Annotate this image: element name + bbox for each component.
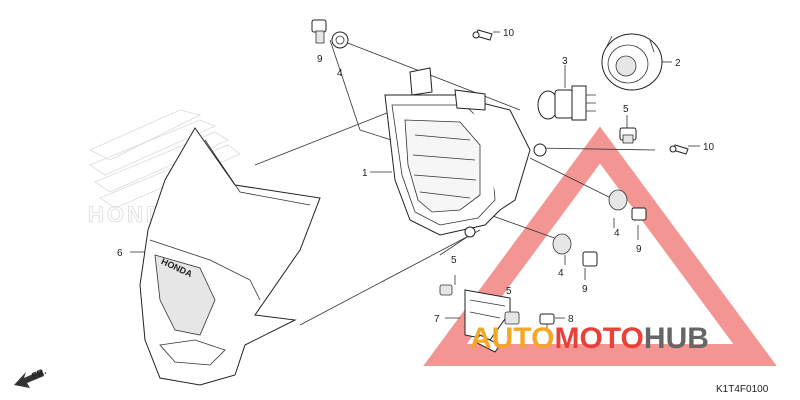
bulb-cover [601,33,663,91]
callout-3: 3 [562,56,568,67]
bolt-bottom [539,313,555,332]
automotohub-triangle [423,126,777,366]
callout-1: 1 [362,168,368,179]
collar-top [619,127,637,144]
callout-9a: 9 [317,54,323,65]
callout-4a: 4 [337,68,343,79]
callout-4c: 4 [558,268,564,279]
bolt-right-upper [631,207,647,221]
screw-top [472,29,493,41]
grommet-right-upper [608,189,628,211]
collar-bottom [504,311,520,325]
headlight-cowl: HONDA [139,127,321,386]
logo-hub: HUB [644,322,709,355]
front-direction-arrow: FR. [14,366,48,388]
svg-text:AUTOMOTOHUB: AUTOMOTOHUB [470,322,709,355]
logo-auto: AUTO [470,322,554,355]
bolt-top-left [311,19,327,44]
grommet-right-lower [552,233,572,255]
callout-10b: 10 [703,142,715,153]
screw-right [669,144,689,155]
front-direction-label: FR. [30,366,47,381]
callout-9c: 9 [582,284,588,295]
callout-4b: 4 [614,228,620,239]
callout-8: 8 [568,314,574,325]
callout-9b: 9 [636,244,642,255]
logo-moto: MOTO [554,322,643,355]
bracket [439,284,511,353]
headlight-unit [384,67,547,238]
callout-5a: 5 [623,104,629,115]
callout-5b: 5 [451,255,457,266]
grommet-top-left [331,31,349,49]
callouts: 1 2 3 4 4 4 5 5 5 6 7 8 9 9 9 10 10 [117,28,715,325]
figure-code: K1T4F0100 [716,384,769,395]
callout-5c: 5 [506,286,512,297]
callout-6: 6 [117,248,123,259]
automotohub-logo: AUTOMOTOHUB [470,322,709,355]
bulb [537,85,596,121]
callout-2: 2 [675,58,681,69]
callout-7: 7 [434,314,440,325]
callout-10a: 10 [503,28,515,39]
bolt-right-lower [582,251,598,267]
